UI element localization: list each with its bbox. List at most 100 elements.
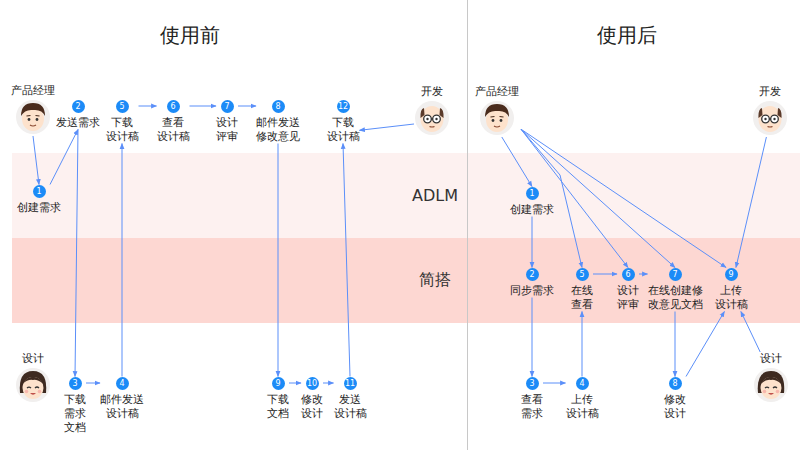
flow-arrow [521,129,726,267]
flow-arrow [323,383,334,384]
step-number: 9 [272,377,285,390]
band-label: 简搭 [419,270,451,291]
process-step: 3 下载 需求 文档 [64,377,86,435]
step-label: 下载 设计稿 [106,116,139,144]
role-avatar: 产品经理 [473,85,521,137]
step-number: 4 [116,377,129,390]
step-label: 下载 设计稿 [327,116,360,144]
process-step: 11发送 设计稿 [334,377,367,421]
step-label: 修改 设计 [301,393,323,421]
process-step: 7 在线创建修 改意见文档 [648,268,703,312]
flow-arrow [502,137,532,187]
band-label: ADLM [412,186,458,205]
process-step: 10 修改 设计 [301,377,323,421]
divider-line [467,0,468,450]
avatar-face [480,101,514,135]
step-number: 7 [221,100,234,113]
flow-arrow [543,383,566,384]
role-avatar: 开发 [752,85,788,137]
process-step: 3 查看 需求 [521,377,543,421]
step-label: 同步需求 [510,284,554,298]
step-label: 设计 评审 [216,116,238,144]
role-label: 产品经理 [9,84,57,98]
flow-arrow [741,312,760,353]
step-label: 邮件发送 设计稿 [100,393,144,421]
step-number: 3 [526,377,539,390]
process-step: 1 创建需求 [510,187,554,217]
band-fill [12,238,800,323]
avatar-face [16,368,50,402]
flow-arrow [50,130,78,185]
process-step: 2 同步需求 [510,268,554,298]
flow-arrow [360,124,415,130]
role-label: 设计 [20,352,46,366]
step-number: 1 [33,185,46,198]
process-step: 9上传 设计稿 [715,268,748,312]
section-title: 使用前 [160,22,220,49]
band-fill [12,153,800,238]
flow-arrow [675,312,676,377]
flow-arrow [122,144,123,377]
step-number: 2 [526,268,539,281]
role-avatar: 设计 [753,352,789,404]
flow-arrow [86,383,100,384]
process-step: 1 创建需求 [17,185,61,215]
step-label: 发送 设计稿 [334,393,367,421]
flow-arrow [343,144,350,377]
step-label: 邮件发送 修改意见 [256,116,300,144]
flow-arrow [278,144,279,377]
step-number: 5 [116,100,129,113]
process-step: 8修改 设计 [664,377,686,421]
role-label: 产品经理 [473,85,521,99]
avatar-face [753,101,787,135]
step-label: 下载 需求 文档 [64,393,86,435]
process-step: 7 设计 评审 [216,100,238,144]
flow-arrow [582,312,583,377]
step-number: 10 [306,377,319,390]
step-number: 7 [669,268,682,281]
process-step: 8 邮件发送 修改意见 [256,100,300,144]
swimlane-band: ADLM 1 创建需求 1 创建需求 [12,153,800,238]
step-number: 1 [526,187,539,200]
step-label: 在线创建修 改意见文档 [648,284,703,312]
step-number: 3 [69,377,82,390]
flow-arrow [532,217,533,268]
step-number: 8 [272,100,285,113]
flow-arrow [75,130,78,377]
flow-arrow [33,136,39,185]
step-label: 上传 设计稿 [566,393,599,421]
process-step: 5在线 查看 [571,268,593,312]
process-step: 4 邮件发送 设计稿 [100,377,144,421]
flow-arrow [639,274,648,275]
step-number: 2 [72,100,85,113]
step-label: 上传 设计稿 [715,284,748,312]
step-label: 设计 评审 [617,284,639,312]
role-label: 设计 [758,352,784,366]
flow-arrow [532,298,533,377]
role-label: 开发 [757,85,783,99]
section-title: 使用后 [597,22,657,49]
step-label: 查看 设计稿 [157,116,190,144]
avatar-face [415,101,449,135]
role-avatar: 开发 [414,85,450,137]
process-step: 6 设计 评审 [617,268,639,312]
step-number: 4 [576,377,589,390]
step-label: 查看 需求 [521,393,543,421]
avatar-face [754,368,788,402]
process-step: 6 查看 设计稿 [157,100,190,144]
swimlane-band: 简搭 2 同步需求 5在线 查看 6 设计 评审 7 在线创建修 改意见文档 9上传 设计稿 [12,238,800,323]
step-label: 修改 设计 [664,393,686,421]
process-step: 2 发送需求 [56,100,100,130]
flow-arrow [238,106,256,107]
step-number: 6 [622,268,635,281]
step-label: 创建需求 [17,201,61,215]
step-label: 发送需求 [56,116,100,130]
process-step: 9 下载 文档 [267,377,289,421]
step-label: 创建需求 [510,203,554,217]
step-label: 下载 文档 [267,393,289,421]
flow-arrow [289,383,301,384]
flow-arrow [593,274,617,275]
flow-arrow [686,312,724,377]
role-label: 开发 [419,85,445,99]
step-number: 6 [167,100,180,113]
